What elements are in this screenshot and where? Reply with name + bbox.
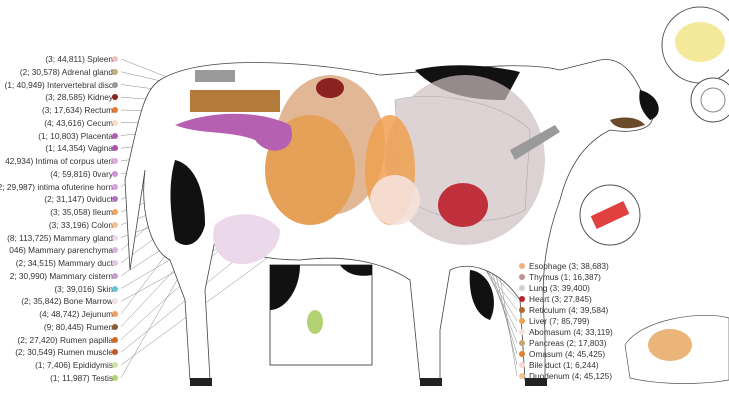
calf-organs [648, 329, 692, 361]
organ-label: (4; 48,742) Jejunum [39, 309, 113, 319]
hooves [190, 378, 547, 386]
organ-label: (2; 31,147) 0viduct [44, 194, 113, 205]
organ-color-dot [112, 349, 118, 356]
organ-color-dot [112, 221, 118, 228]
organ-label: (1; 40,949) Intervertebral disc [4, 79, 113, 90]
tongue-shape [610, 117, 645, 129]
organ-label: (8; 113,725) Mammary gland [7, 232, 113, 243]
organ-color-dot [112, 272, 118, 279]
organ-color-dot [112, 298, 118, 305]
organ-label: (2; 35,842) Bone Marrow [21, 296, 113, 307]
organ-label: (3; 35,058) Ileum [50, 207, 113, 217]
black-patch-head [639, 90, 659, 120]
organ-label: (2; 34,515) Mammary duct [15, 258, 113, 268]
organ-label: (1; 10,803) Placenta [38, 130, 113, 141]
organ-color-dot [112, 132, 118, 139]
organ-color-dot [112, 323, 118, 330]
organ-color-dot [112, 196, 118, 203]
organ-color-dot [112, 285, 118, 292]
udder-shape [213, 214, 280, 265]
eye-lens [700, 87, 726, 113]
organ-label: (9; 80,445) Rumen [43, 321, 113, 332]
spine-shape [195, 70, 235, 82]
organ-color-dot [519, 351, 525, 357]
organ-label: (1; 14,354) Vagina [45, 143, 113, 154]
organ-label: (3; 44,811) Spleen [45, 54, 113, 64]
organ-label: (1; 7,406) Epididymis [35, 360, 113, 370]
skin-inset-patch [270, 265, 372, 310]
organ-label: (3; 39,016) Skin [54, 283, 113, 294]
organ-color-dot [519, 362, 525, 368]
organ-label: Liver (7; 85,799) [529, 316, 590, 326]
organ-label: (2; 27,420) Rumen papilla [17, 334, 113, 345]
organ-label: (3; 28,585) Kidney [45, 92, 113, 103]
organ-label: Heart (3; 27,845) [529, 294, 592, 304]
organ-color-dot [519, 296, 525, 302]
organ-color-dot [112, 336, 118, 343]
kidney-shape [316, 78, 344, 98]
esophagus-shape [510, 125, 560, 160]
organ-color-dot [112, 234, 118, 241]
organ-color-dot [112, 107, 118, 113]
organ-label: Bile duct (1; 6,244) [529, 360, 599, 370]
organ-label: Pancreas (2; 17,803) [529, 338, 607, 348]
organ-color-dot [112, 260, 118, 266]
testis-shape [307, 310, 323, 334]
organ-label: (1; 11,987) Testis [50, 372, 113, 383]
rectum-shape [190, 90, 280, 112]
organ-color-dot [112, 68, 118, 75]
organ-color-dot [112, 145, 118, 152]
organ-color-dot [519, 263, 525, 269]
eye-inset [690, 77, 729, 123]
black-patch-flank [170, 160, 205, 245]
organ-color-dot [112, 209, 118, 215]
organ-label: 42,934) Intima of corpus uteri [5, 156, 113, 166]
organ-label: Abomasum (4; 33,119) [529, 327, 613, 337]
organ-label: (2; 29,987) intima ofuterine horn [0, 181, 113, 192]
organ-color-dot [112, 183, 118, 190]
organ-color-dot [519, 340, 525, 346]
abomasum-shape [370, 175, 420, 225]
organ-label: Esophage (3; 38,683) [529, 261, 609, 271]
organ-color-dot [112, 56, 118, 62]
organ-label: Reticulum (4; 39,584) [529, 305, 609, 315]
organ-label: (3; 17,634) Rectum [41, 105, 113, 115]
organ-color-dot [112, 247, 118, 254]
lung-shape [394, 95, 531, 221]
organ-color-dot [519, 318, 525, 324]
organ-color-dot [112, 158, 118, 164]
organ-label: Thymus (1; 16,387) [529, 272, 601, 282]
organ-color-dot [519, 373, 525, 379]
organ-label: Duodenum (4; 45,125) [529, 371, 613, 381]
organ-label: 2; 30,990) Mammary cistern [9, 270, 113, 281]
organ-color-dot [112, 311, 118, 317]
organ-color-dot [112, 374, 118, 381]
organ-label: (2; 30,578) Adrenal gland [19, 66, 113, 77]
organ-label: (4; 43,616) Cecum [44, 117, 113, 128]
organ-label: (3; 33,196) Colon [48, 219, 113, 230]
organ-color-dot [519, 274, 525, 280]
organ-label: (4; 59,816) 0vary [50, 168, 113, 179]
heart-shape [438, 183, 488, 227]
skin-sample [590, 201, 630, 229]
organ-color-dot [519, 307, 525, 313]
organ-color-dot [112, 362, 118, 368]
organ-color-dot [112, 81, 118, 88]
organ-label: Omasum (4; 45,425) [529, 349, 606, 359]
brain-shape [675, 22, 725, 62]
organ-color-dot [519, 329, 525, 335]
organ-label: 046) Mammary parenchyma [9, 245, 113, 256]
uterus-shape [175, 113, 292, 151]
organ-label: Lung (3; 39,400) [529, 283, 590, 293]
organ-color-dot [519, 285, 525, 291]
organ-color-dot [112, 94, 118, 101]
organ-color-dot [112, 119, 118, 126]
black-patch-leg [469, 270, 494, 320]
organ-label: (2; 30,549) Rumen muscle [15, 347, 113, 358]
organ-color-dot [112, 170, 118, 177]
